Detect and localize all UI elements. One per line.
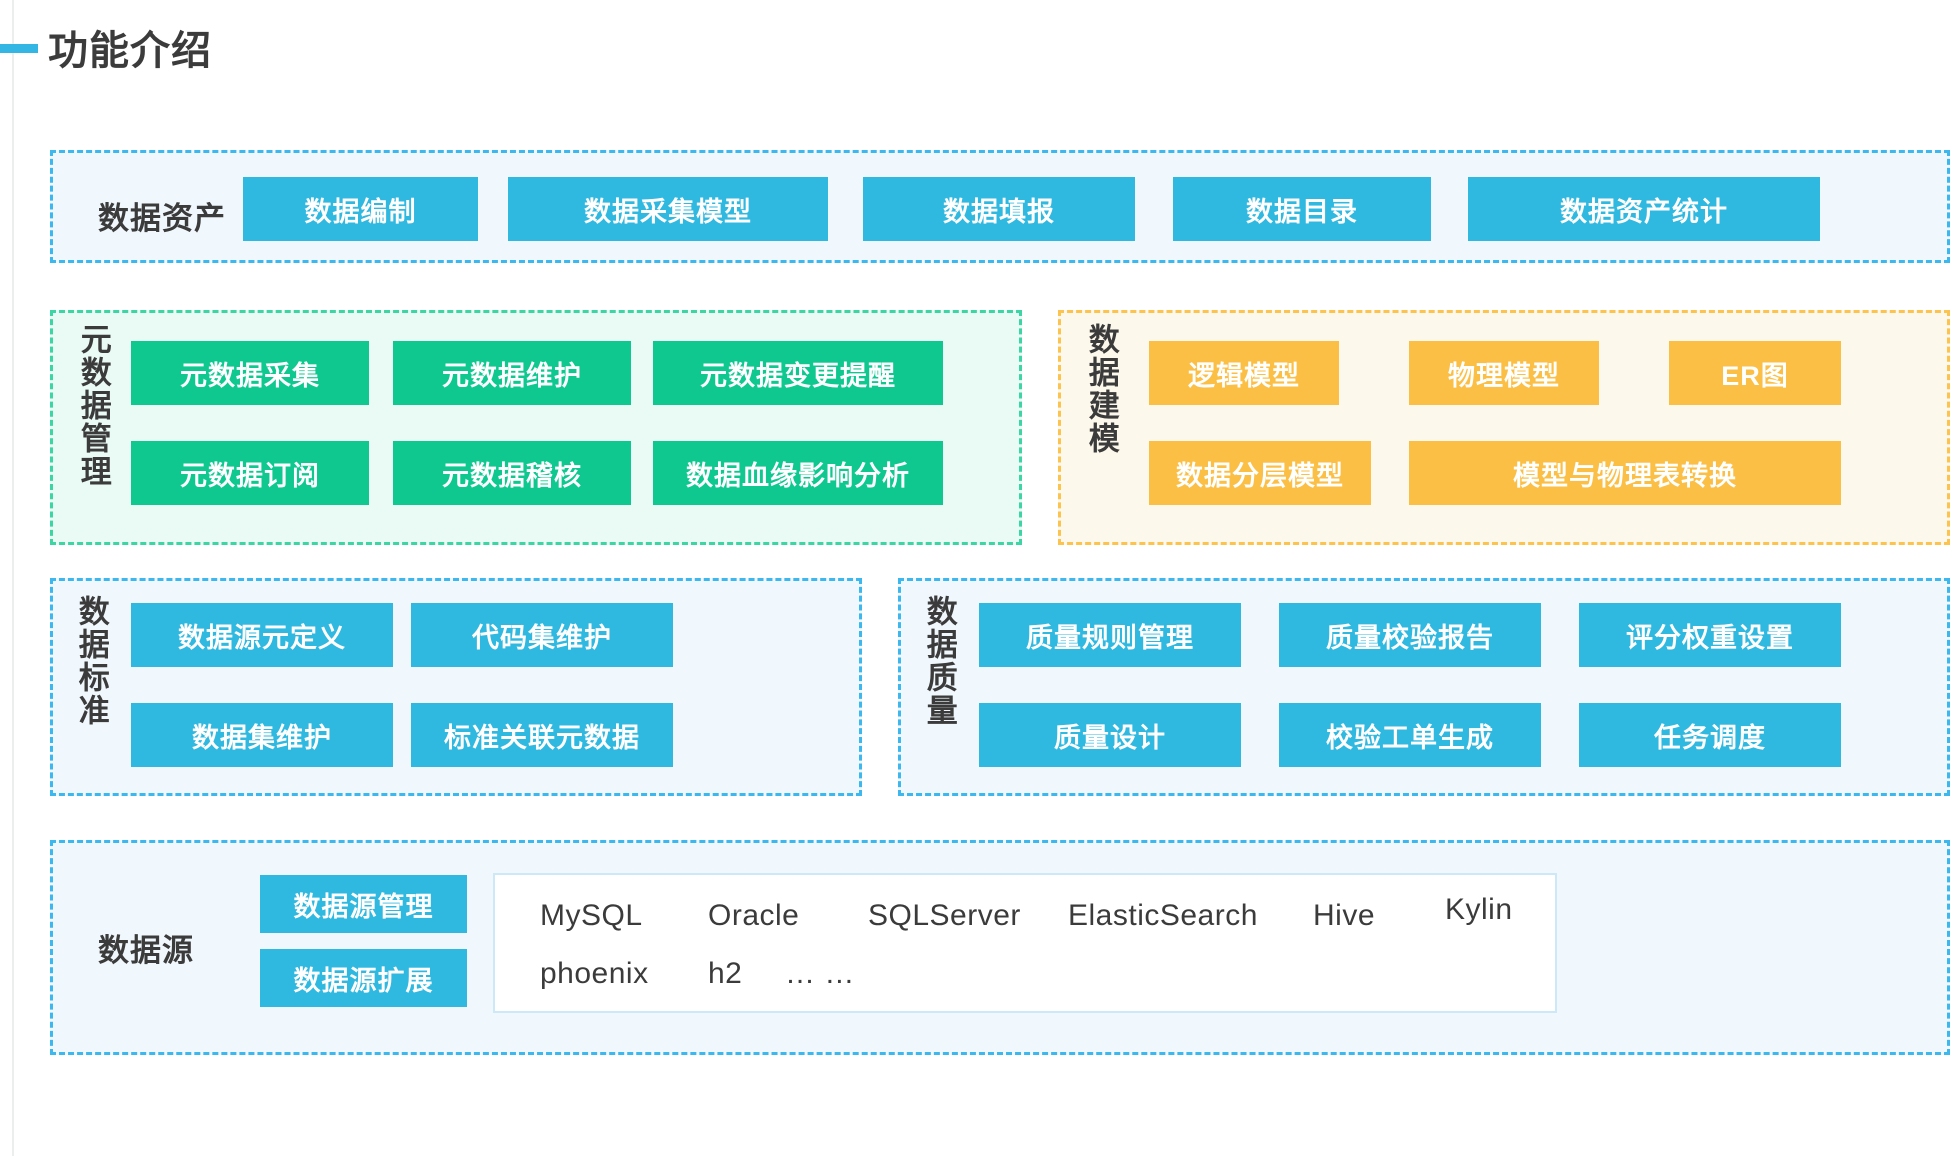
section-label-data-asset: 数据资产 <box>98 201 226 236</box>
button-data-asset-4[interactable]: 数据资产统计 <box>1468 177 1820 241</box>
button-standard-3[interactable]: 标准关联元数据 <box>411 703 673 767</box>
button-metadata-1[interactable]: 元数据维护 <box>393 341 631 405</box>
button-standard-2[interactable]: 数据集维护 <box>131 703 393 767</box>
button-metadata-4[interactable]: 元数据稽核 <box>393 441 631 505</box>
section-label-data-quality: 数据质量 <box>921 595 957 727</box>
section-data-modeling: 数据建模 逻辑模型 物理模型 ER图 数据分层模型 模型与物理表转换 <box>1058 310 1950 545</box>
datasource-item-oracle: Oracle <box>708 899 800 932</box>
section-label-data-modeling: 数据建模 <box>1083 323 1119 455</box>
supported-datasource-box: MySQL Oracle SQLServer ElasticSearch Hiv… <box>493 873 1557 1013</box>
datasource-item-mysql: MySQL <box>540 899 643 932</box>
datasource-item-kylin: Kylin <box>1445 893 1513 926</box>
title-accent-dash-icon <box>0 44 38 53</box>
section-data-quality: 数据质量 质量规则管理 质量校验报告 评分权重设置 质量设计 校验工单生成 任务… <box>898 578 1950 796</box>
button-modeling-2[interactable]: ER图 <box>1669 341 1841 405</box>
button-modeling-3[interactable]: 数据分层模型 <box>1149 441 1371 505</box>
button-data-asset-0[interactable]: 数据编制 <box>243 177 478 241</box>
section-label-data-source: 数据源 <box>98 933 194 968</box>
button-quality-1[interactable]: 质量校验报告 <box>1279 603 1541 667</box>
button-metadata-5[interactable]: 数据血缘影响分析 <box>653 441 943 505</box>
button-metadata-2[interactable]: 元数据变更提醒 <box>653 341 943 405</box>
datasource-item-elasticsearch: ElasticSearch <box>1068 899 1258 932</box>
datasource-item-more: … … <box>785 957 855 990</box>
button-metadata-3[interactable]: 元数据订阅 <box>131 441 369 505</box>
button-data-asset-3[interactable]: 数据目录 <box>1173 177 1431 241</box>
section-data-asset: 数据资产 数据编制 数据采集模型 数据填报 数据目录 数据资产统计 <box>50 150 1950 263</box>
section-metadata-management: 元数据管理 元数据采集 元数据维护 元数据变更提醒 元数据订阅 元数据稽核 数据… <box>50 310 1022 545</box>
button-quality-0[interactable]: 质量规则管理 <box>979 603 1241 667</box>
button-modeling-4[interactable]: 模型与物理表转换 <box>1409 441 1841 505</box>
datasource-item-hive: Hive <box>1313 899 1376 932</box>
button-data-source-0[interactable]: 数据源管理 <box>260 875 467 933</box>
datasource-item-phoenix: phoenix <box>540 957 649 990</box>
button-quality-2[interactable]: 评分权重设置 <box>1579 603 1841 667</box>
datasource-item-h2: h2 <box>708 957 743 990</box>
button-quality-4[interactable]: 校验工单生成 <box>1279 703 1541 767</box>
button-data-asset-2[interactable]: 数据填报 <box>863 177 1135 241</box>
button-data-asset-1[interactable]: 数据采集模型 <box>508 177 828 241</box>
button-standard-0[interactable]: 数据源元定义 <box>131 603 393 667</box>
button-standard-1[interactable]: 代码集维护 <box>411 603 673 667</box>
page-title: 功能介绍 <box>48 29 212 73</box>
button-data-source-1[interactable]: 数据源扩展 <box>260 949 467 1007</box>
button-quality-5[interactable]: 任务调度 <box>1579 703 1841 767</box>
button-metadata-0[interactable]: 元数据采集 <box>131 341 369 405</box>
button-modeling-1[interactable]: 物理模型 <box>1409 341 1599 405</box>
button-modeling-0[interactable]: 逻辑模型 <box>1149 341 1339 405</box>
datasource-item-sqlserver: SQLServer <box>868 899 1021 932</box>
section-label-data-standard: 数据标准 <box>73 595 109 727</box>
section-data-source: 数据源 数据源管理 数据源扩展 MySQL Oracle SQLServer E… <box>50 840 1950 1055</box>
section-label-metadata-management: 元数据管理 <box>75 323 111 488</box>
left-vertical-rule <box>12 0 14 1156</box>
button-quality-3[interactable]: 质量设计 <box>979 703 1241 767</box>
section-data-standard: 数据标准 数据源元定义 代码集维护 数据集维护 标准关联元数据 <box>50 578 862 796</box>
